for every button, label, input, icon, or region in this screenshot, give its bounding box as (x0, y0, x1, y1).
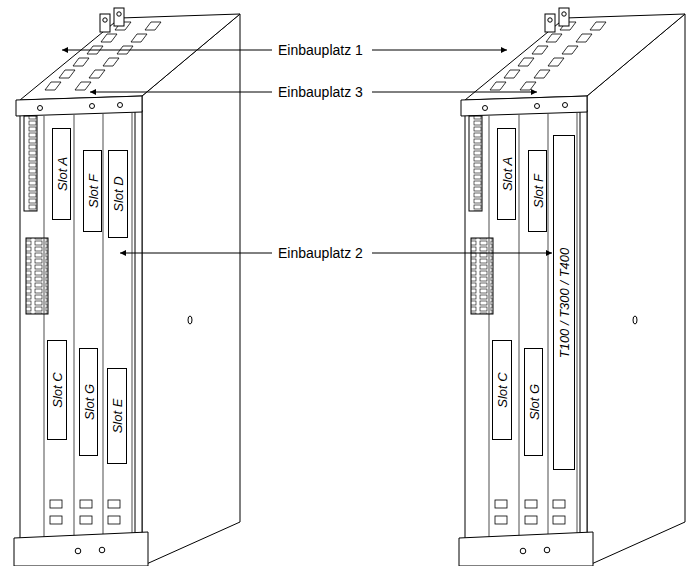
slot-label: Slot A (499, 157, 514, 191)
slot-box: Slot C (492, 340, 512, 440)
slot-box: Slot F (83, 150, 102, 232)
slot-box: Slot C (47, 340, 67, 440)
slot-box: T100 / T300 / T400 (553, 135, 575, 470)
slot-label: Slot E (110, 399, 125, 434)
slot-label: Slot G (526, 384, 541, 420)
leader-line (372, 50, 507, 51)
slot-box: Slot A (497, 128, 516, 220)
slot-label: Slot F (530, 174, 545, 208)
slot-label: T100 / T300 / T400 (557, 247, 572, 358)
slot-label: Slot A (54, 157, 69, 191)
slot-label: Slot F (85, 174, 100, 208)
leader-lines (62, 50, 552, 253)
leader-line (372, 92, 537, 93)
slot-box: Slot E (107, 368, 127, 464)
callout-label: Einbauplatz 3 (276, 83, 365, 101)
leader-line (62, 50, 272, 51)
slot-box: Slot G (524, 348, 543, 456)
slot-label: Slot C (495, 372, 510, 407)
leader-line (120, 253, 272, 254)
slot-box: Slot D (108, 150, 128, 238)
leader-line (372, 253, 552, 254)
slot-box: Slot F (528, 150, 547, 232)
slot-label: Slot G (81, 384, 96, 420)
slot-box: Slot G (79, 348, 98, 456)
leader-line (90, 92, 272, 93)
slot-box: Slot A (52, 128, 71, 220)
callout-label: Einbauplatz 1 (276, 41, 365, 59)
slot-label: Slot D (111, 176, 126, 211)
callout-label: Einbauplatz 2 (276, 244, 365, 262)
slot-label: Slot C (50, 372, 65, 407)
